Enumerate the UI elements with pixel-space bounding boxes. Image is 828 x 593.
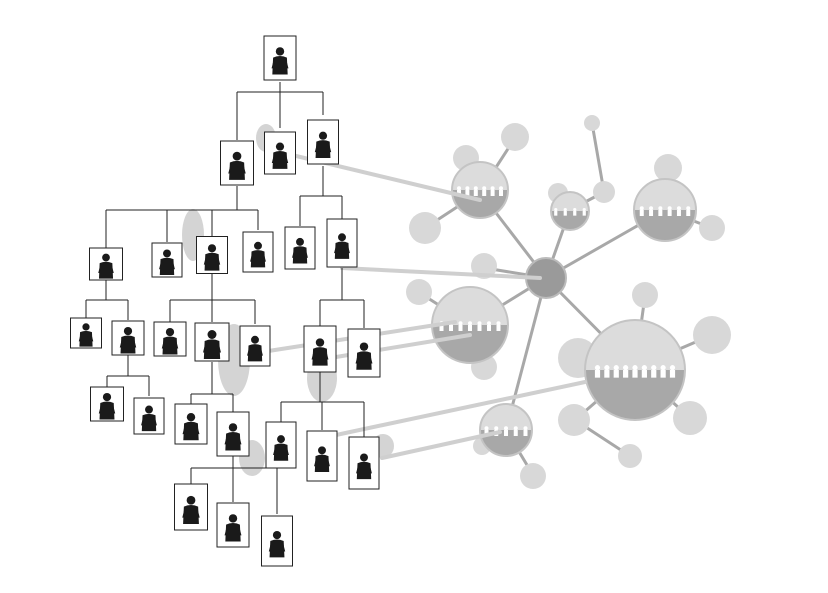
org-card (89, 247, 123, 281)
mini-person-icon (482, 186, 487, 196)
mini-person-icon (604, 365, 610, 378)
cross-link (320, 380, 587, 440)
mini-person-icon (582, 207, 586, 216)
mini-person-icon (667, 206, 672, 216)
org-card (239, 325, 271, 367)
org-card (307, 119, 339, 165)
mini-person-icon (490, 186, 495, 196)
org-card (70, 317, 102, 349)
mini-person-icon (639, 206, 644, 216)
mini-person-icon (496, 321, 501, 331)
cross-links (260, 153, 587, 460)
org-card (348, 436, 380, 490)
mini-person-icon (686, 206, 691, 216)
org-card (261, 515, 293, 567)
satellite-node (558, 404, 590, 436)
satellite-node (632, 282, 658, 308)
org-card (263, 35, 297, 81)
satellite-node (654, 154, 682, 182)
network-edge (590, 121, 606, 194)
mini-person-icon (641, 365, 647, 378)
org-card (153, 321, 187, 357)
mini-person-icon (676, 206, 681, 216)
org-card (306, 430, 338, 482)
mini-person-icon (458, 321, 463, 331)
mini-person-icon (487, 321, 491, 331)
mini-person-icon (563, 207, 567, 216)
satellite-node (409, 212, 441, 244)
mini-person-icon (465, 186, 470, 196)
mini-person-icon (632, 365, 638, 378)
mini-person-icon (473, 186, 478, 196)
cross-link (380, 430, 502, 460)
network-graph (406, 115, 731, 489)
mini-person-icon (594, 365, 601, 378)
satellite-node (618, 444, 642, 468)
satellite-node (584, 115, 600, 131)
mini-person-icon (660, 365, 666, 378)
org-card (326, 218, 358, 268)
satellite-node (593, 181, 615, 203)
mini-person-icon (669, 365, 676, 378)
satellite-node (673, 401, 707, 435)
mini-person-icon (554, 207, 558, 216)
mini-person-icon (523, 426, 528, 436)
mini-person-icon (504, 426, 508, 436)
org-card (265, 421, 297, 469)
org-card (174, 403, 208, 445)
satellite-nodes (406, 115, 731, 489)
mini-person-icon (468, 321, 472, 331)
cross-link (340, 266, 542, 280)
org-card (174, 483, 208, 531)
mini-person-icon (573, 207, 577, 216)
org-card (242, 231, 274, 273)
mini-person-icon (499, 186, 503, 196)
org-card (90, 386, 124, 422)
mini-person-icon (513, 426, 518, 436)
org-card (133, 397, 165, 435)
org-card (220, 140, 254, 186)
org-card (196, 236, 228, 274)
group-node-1 (451, 161, 509, 219)
satellite-node (471, 253, 497, 279)
mini-person-icon (477, 321, 482, 331)
satellite-node (406, 279, 432, 305)
satellite-node (520, 463, 546, 489)
mini-person-icon (658, 206, 663, 216)
org-card (284, 226, 316, 270)
mini-person-icon (649, 206, 654, 216)
org-card (347, 328, 381, 378)
tree-connectors (85, 82, 365, 514)
org-card (216, 411, 250, 457)
group-node-2 (550, 191, 590, 231)
satellite-node (699, 215, 725, 241)
org-card (151, 242, 183, 278)
org-chart (70, 35, 381, 567)
satellite-node (501, 123, 529, 151)
mini-person-icon (651, 365, 657, 378)
group-node-3 (633, 178, 697, 242)
org-card (303, 325, 337, 373)
mini-person-icon (613, 365, 619, 378)
mini-person-icon (623, 365, 629, 378)
org-card (264, 131, 296, 175)
org-card (194, 322, 230, 362)
satellite-node (693, 316, 731, 354)
org-card (111, 320, 145, 356)
org-card (216, 502, 250, 548)
